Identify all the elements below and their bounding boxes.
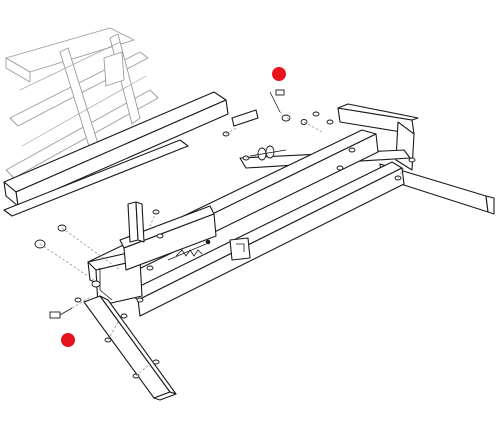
tension-spring xyxy=(167,239,211,261)
hitch-arm xyxy=(83,295,177,401)
callout-lower-pin xyxy=(61,333,75,347)
ghost-wing-frame xyxy=(5,27,159,179)
callout-markers xyxy=(61,67,286,347)
main-transverse-beam xyxy=(3,91,229,217)
upright-post xyxy=(127,201,251,261)
leader-lines xyxy=(39,111,405,377)
link-clevis xyxy=(231,109,287,161)
callout-upper-pin xyxy=(272,67,286,81)
